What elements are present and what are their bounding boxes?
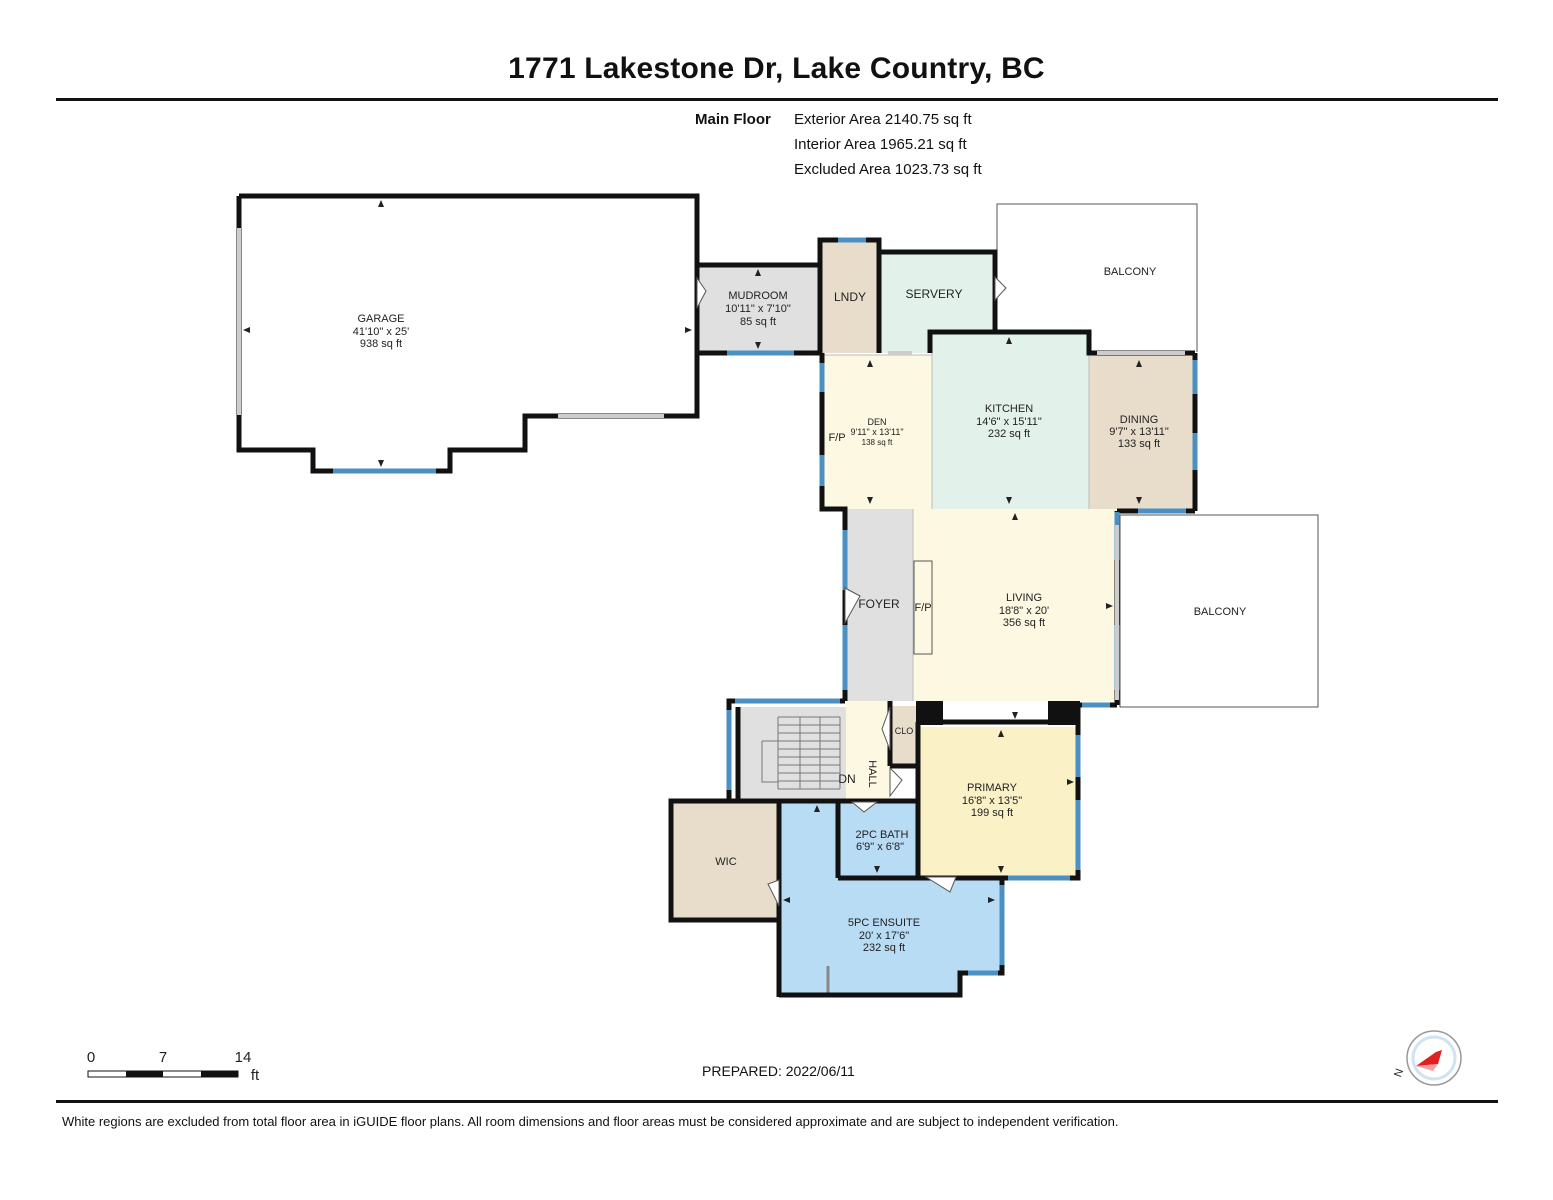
living-area: 356 sq ft [1003, 617, 1045, 629]
kitchen-fill [932, 333, 1089, 509]
balcony-right-outline [1119, 514, 1319, 708]
ensuite-area: 232 sq ft [863, 942, 905, 954]
den-fill [822, 355, 932, 509]
clo-fill [891, 706, 916, 766]
balcony-top-outline [996, 203, 1198, 352]
living-fp: F/P [914, 602, 931, 614]
garage-area: 938 sq ft [360, 338, 402, 350]
mudroom-area: 85 sq ft [740, 316, 776, 328]
page-title: 1771 Lakestone Dr, Lake Country, BC [508, 52, 1045, 85]
primary-name: PRIMARY [967, 782, 1018, 794]
clo-name: CLO [895, 726, 914, 736]
ensuite-fill [779, 878, 1002, 995]
floor-label: Main Floor [695, 111, 771, 128]
balconies [996, 203, 1319, 708]
interior-area: Interior Area 1965.21 sq ft [794, 136, 967, 153]
dimension-arrows [243, 200, 1142, 903]
mudroom-name: MUDROOM [728, 290, 787, 302]
foyer-fill [845, 509, 913, 701]
bath2pc-name: 2PC BATH [856, 829, 909, 841]
wall-blocks [916, 701, 1080, 725]
door-swings [696, 275, 1007, 907]
interior-lines [822, 333, 1090, 993]
compass-north-label: N [1392, 1067, 1406, 1079]
hall-fill [846, 701, 890, 801]
den-name: DEN [867, 417, 886, 427]
wic-fill [673, 803, 779, 920]
garage-dims: 41'10" x 25' [353, 326, 409, 338]
living-fill [913, 509, 1117, 701]
scale-bar: 0 7 14 ft [87, 1049, 260, 1084]
scale-tick-7: 7 [159, 1049, 167, 1066]
compass-icon: N [1392, 1030, 1462, 1086]
bath2pc-dims: 6'9" x 6'8" [856, 841, 904, 853]
dn-name: DN [838, 772, 855, 786]
foyer-name: FOYER [858, 597, 900, 611]
mudroom-dims: 10'11" x 7'10" [725, 303, 791, 315]
fireplace-box [913, 560, 933, 655]
scale-tick-14: 14 [235, 1049, 252, 1066]
dining-area: 133 sq ft [1118, 438, 1160, 450]
dining-dims: 9'7" x 13'11" [1109, 426, 1169, 438]
ensuite-name: 5PC ENSUITE [848, 917, 920, 929]
room-fills [673, 242, 1193, 995]
windows [333, 237, 1198, 976]
den-dims: 9'11" x 13'11" [850, 427, 903, 437]
kitchen-area: 232 sq ft [988, 428, 1030, 440]
scale-tick-0: 0 [87, 1049, 95, 1066]
dining-fill [1089, 355, 1193, 509]
wic-name: WIC [715, 856, 736, 868]
mudroom-fill [699, 265, 820, 353]
stair-fill [738, 707, 846, 800]
lndy-fill [822, 242, 879, 353]
openings [237, 228, 1185, 700]
title-rule [56, 98, 1498, 101]
exterior-area: Exterior Area 2140.75 sq ft [794, 111, 972, 128]
primary-dims: 16'8" x 13'5" [962, 795, 1022, 807]
den-fp: F/P [828, 432, 845, 444]
primary-fill [918, 727, 1078, 877]
den-area: 138 sq ft [862, 438, 893, 447]
footer-rule [56, 1100, 1498, 1103]
stairs [761, 716, 841, 790]
lndy-name: LNDY [834, 290, 866, 304]
prepared-date: PREPARED: 2022/06/11 [702, 1063, 855, 1079]
garage-name: GARAGE [357, 313, 404, 325]
primary-area: 199 sq ft [971, 807, 1013, 819]
excluded-area: Excluded Area 1023.73 sq ft [794, 161, 982, 178]
footer-disclaimer: White regions are excluded from total fl… [62, 1114, 1119, 1129]
kitchen-name: KITCHEN [985, 403, 1033, 415]
living-name: LIVING [1006, 592, 1042, 604]
scale-unit: ft [251, 1067, 260, 1084]
dining-name: DINING [1120, 414, 1159, 426]
living-dims: 18'8" x 20' [999, 605, 1049, 617]
bath-fill-left [779, 801, 838, 878]
garage-wall [236, 193, 700, 474]
bath2pc-fill [838, 801, 918, 878]
hall-name: HALL [866, 760, 878, 788]
balcony-right-name: BALCONY [1194, 606, 1247, 618]
room-labels: GARAGE 41'10" x 25' 938 sq ft MUDROOM 10… [353, 266, 1247, 954]
balcony-top-name: BALCONY [1104, 266, 1157, 278]
servery-name: SERVERY [906, 287, 963, 301]
kitchen-dims: 14'6" x 15'11" [976, 416, 1042, 428]
ensuite-dims: 20' x 17'6" [859, 930, 909, 942]
